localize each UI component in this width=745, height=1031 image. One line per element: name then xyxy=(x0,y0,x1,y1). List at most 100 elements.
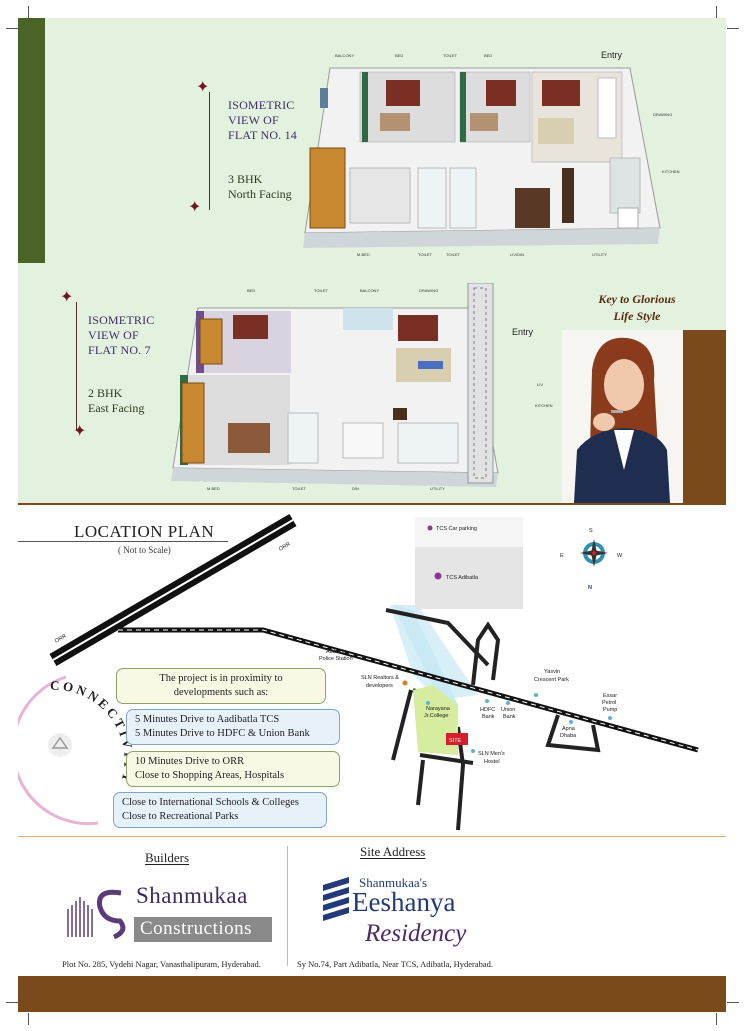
map-marker xyxy=(569,720,573,724)
map-label: Bank xyxy=(482,714,495,720)
builder-address: Plot No. 285, Vydehi Nagar, Vanasthalipu… xyxy=(62,959,261,969)
section-divider xyxy=(18,503,726,505)
map-label: Union xyxy=(501,707,515,713)
fp-label: TOILET xyxy=(292,486,306,491)
map-label: SLN Realtors & xyxy=(361,675,399,681)
map-marker xyxy=(426,701,430,705)
crop-mark xyxy=(716,1013,717,1025)
fp-label: TOILET xyxy=(314,288,328,293)
location-subtitle: ( Not to Scale) xyxy=(118,545,171,555)
fp-label: UTILITY xyxy=(592,252,607,257)
fp-label: BALCONY xyxy=(360,288,380,293)
site-marker xyxy=(446,733,468,745)
map-marker xyxy=(485,699,489,703)
flat7-entry: Entry xyxy=(512,327,534,337)
eeshanya-logo-icon xyxy=(323,877,349,921)
map-label: TCS Adibatla xyxy=(446,575,479,581)
map-label: Narayana xyxy=(426,706,451,712)
map-label: Petrol xyxy=(602,700,616,706)
flat7-title: ISOMETRIC VIEW OF FLAT NO. 7 xyxy=(88,313,155,357)
orr-label: ORR xyxy=(278,541,292,552)
woman-illustration xyxy=(562,330,683,503)
map-label: Yasvin xyxy=(544,669,560,675)
flat14-title: ISOMETRIC VIEW OF FLAT NO. 14 xyxy=(228,98,297,142)
site-heading: Site Address xyxy=(360,844,426,859)
flat14-entry: Entry xyxy=(601,50,623,60)
fp-label: BALCONY xyxy=(335,53,355,58)
builder-name-banner xyxy=(134,917,272,942)
fp-label: LIV xyxy=(537,382,544,387)
tagline: Key to Glorious Life Style xyxy=(598,292,676,323)
accent-bar xyxy=(683,330,726,503)
builders-heading: Builders xyxy=(145,850,190,865)
site-address: Sy No.74, Part Adibatla, Near TCS, Adiba… xyxy=(297,959,494,969)
connectivity-arc xyxy=(18,675,99,826)
map-marker xyxy=(402,680,408,686)
sparkle-icon: ✦ xyxy=(60,289,74,306)
fp-label: TOILET xyxy=(446,252,460,257)
footer-bar xyxy=(18,976,726,1012)
info-box-drives: 5 Minutes Drive to Aadibatla TCS 5 Minut… xyxy=(126,709,340,745)
map-label: Jr.College xyxy=(424,713,448,719)
site-label: SITE xyxy=(449,738,462,744)
map-marker xyxy=(434,572,442,580)
fp-label: DIN xyxy=(352,486,359,491)
map-label: TCS Car parking xyxy=(436,526,477,532)
title-underline xyxy=(18,541,228,542)
info-box-proximity: The project is in proximity to developme… xyxy=(116,668,326,704)
shanmukaa-logo-icon xyxy=(67,889,126,939)
map-label: Hostel xyxy=(484,759,500,765)
section-divider xyxy=(18,836,726,837)
crop-mark xyxy=(6,1002,18,1003)
map-marker xyxy=(608,716,612,720)
fp-label: UTILITY xyxy=(430,486,445,491)
fp-label: M.BED xyxy=(357,252,370,257)
compass-s: S xyxy=(589,528,593,534)
compass-n: N xyxy=(588,585,592,591)
map-label: Dhaba xyxy=(560,733,577,739)
fp-label: KITCHEN xyxy=(535,403,553,408)
crop-mark xyxy=(716,6,717,18)
map-label: HDFC xyxy=(480,707,495,713)
fp-label: BED xyxy=(484,53,493,58)
sparkle-icon: ✦ xyxy=(196,79,210,96)
map-label: Pump xyxy=(603,707,617,713)
fp-label: BED xyxy=(247,288,256,293)
map-label: Adibatla xyxy=(326,649,347,655)
crop-mark xyxy=(727,1002,739,1003)
site-brand: Eeshanya xyxy=(352,887,456,917)
fp-label: DRAWING xyxy=(419,288,439,293)
info-box-schools: Close to International Schools & College… xyxy=(113,792,327,828)
map-marker xyxy=(506,701,510,705)
map-label: Essar xyxy=(603,693,617,699)
model-photo xyxy=(562,330,683,503)
site-brand: Residency xyxy=(365,920,467,947)
flat7-floor-plan xyxy=(171,283,499,487)
fp-label: DRAWING xyxy=(653,112,673,117)
builder-name: Shanmukaa xyxy=(136,883,248,908)
fp-label: LIV/DIN xyxy=(510,252,525,257)
column-divider xyxy=(287,846,288,966)
crop-mark xyxy=(727,28,739,29)
crop-mark xyxy=(6,28,18,29)
map-label: Bank xyxy=(503,714,516,720)
site-brand: Shanmukaa's xyxy=(359,875,428,890)
flat14-floor-plan xyxy=(303,67,661,248)
map-marker xyxy=(534,693,538,697)
map-label: SLN Men's xyxy=(478,751,505,757)
fp-label: TOILET xyxy=(418,252,432,257)
orr-highway xyxy=(49,513,297,667)
map-marker xyxy=(427,525,433,531)
map-label: Police Station xyxy=(319,656,353,662)
location-map: ORR ORR TCS Car parking TCS Adibatla SIT… xyxy=(18,513,699,831)
crop-mark xyxy=(28,6,29,18)
sparkle-icon: ✦ xyxy=(188,199,202,216)
orr-label: ORR xyxy=(54,633,68,644)
compass-w: W xyxy=(617,553,623,559)
accent-bar xyxy=(18,18,45,263)
location-title: LOCATION PLAN xyxy=(74,522,215,541)
fp-label: BED xyxy=(395,53,404,58)
connectivity-icon xyxy=(48,733,72,757)
builder-name: Constructions xyxy=(140,918,253,939)
compass-e: E xyxy=(560,553,564,559)
